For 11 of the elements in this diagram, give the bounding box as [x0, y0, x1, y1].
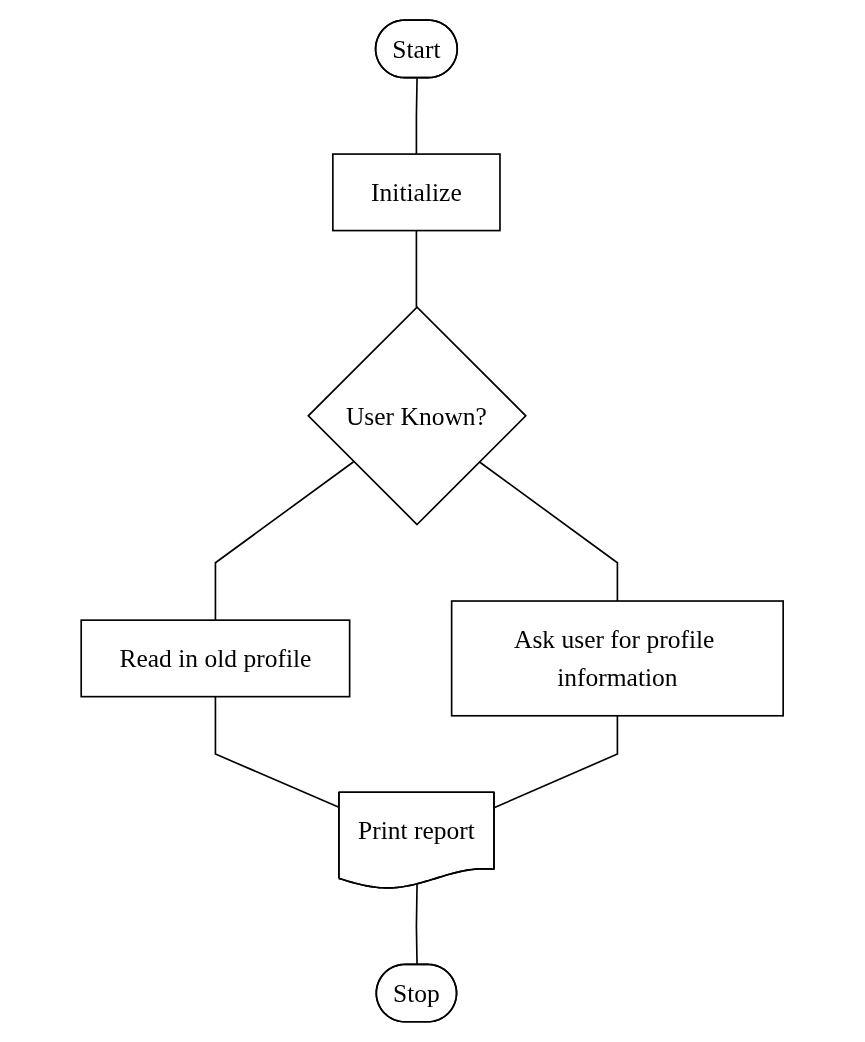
- node-box: Read in old profile: [80, 619, 351, 698]
- connector: [494, 714, 619, 809]
- connector: [214, 695, 341, 809]
- node-diamond: User Known?: [307, 305, 528, 526]
- connector: [415, 77, 419, 155]
- connector: [415, 229, 418, 308]
- connector: [478, 460, 619, 602]
- connector: [415, 883, 419, 966]
- node-box: Initialize: [332, 153, 502, 232]
- connector: [214, 460, 355, 621]
- node-box: Ask user for profile information: [451, 600, 785, 717]
